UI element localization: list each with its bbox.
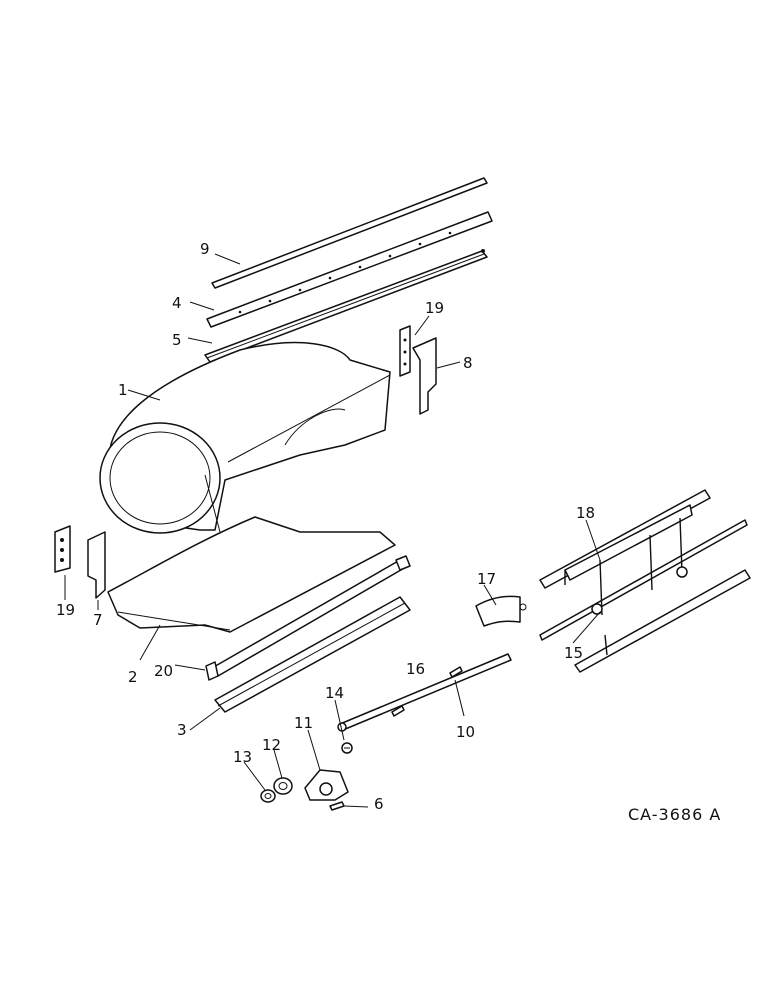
callout-19-left: 19 <box>56 601 75 619</box>
callout-13: 13 <box>233 748 252 766</box>
part-7-bracket <box>87 531 106 599</box>
callout-3: 3 <box>177 721 187 739</box>
callout-18: 18 <box>576 504 595 522</box>
callout-19-top: 19 <box>425 299 444 317</box>
callout-6: 6 <box>374 795 384 813</box>
part-11-bearing <box>304 769 349 801</box>
callout-2: 2 <box>128 668 138 686</box>
callout-17: 17 <box>477 570 496 588</box>
part-12-collar <box>273 777 293 795</box>
part-3-angle <box>214 596 411 713</box>
callout-labels: 9 4 5 1 19 8 19 7 2 20 3 17 18 15 16 10 … <box>56 240 595 813</box>
part-14-fitting <box>341 742 353 754</box>
part-6-pin <box>329 801 345 811</box>
callout-1: 1 <box>118 381 128 399</box>
part-4-strip <box>206 211 493 328</box>
part-16-keys <box>391 666 463 717</box>
part-17-plate <box>475 595 527 627</box>
part-19-bracket-left <box>54 525 71 573</box>
callout-5: 5 <box>172 331 182 349</box>
part-9-strip <box>211 177 488 289</box>
callout-15: 15 <box>564 644 583 662</box>
part-20-channel <box>205 555 411 681</box>
callout-9: 9 <box>200 240 210 258</box>
part-13-collar <box>260 789 276 803</box>
callout-4: 4 <box>172 294 182 312</box>
part-8-bracket <box>412 337 437 415</box>
figure-code: CA-3686 A <box>628 805 721 824</box>
callout-10: 10 <box>456 723 475 741</box>
callout-8: 8 <box>463 354 473 372</box>
part-4-holes <box>238 231 452 314</box>
part-1-housing <box>99 341 391 534</box>
callout-16: 16 <box>406 660 425 678</box>
callout-7: 7 <box>93 611 103 629</box>
callout-20: 20 <box>154 662 173 680</box>
callout-12: 12 <box>262 736 281 754</box>
callout-14: 14 <box>325 684 344 702</box>
callout-11: 11 <box>294 714 313 732</box>
part-18-frame-assembly <box>539 489 751 673</box>
housing-opening <box>99 422 221 534</box>
part-19-bracket-right <box>399 325 411 377</box>
leader-lines <box>64 253 601 808</box>
part-5-angle-strip <box>204 249 488 363</box>
part-2-sheet <box>107 516 396 633</box>
